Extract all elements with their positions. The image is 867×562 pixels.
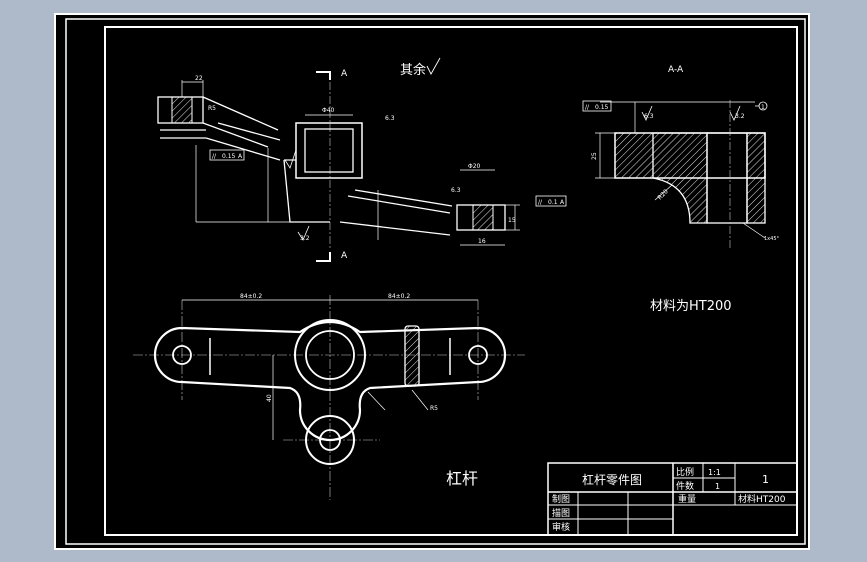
title-block-weight: 重量 [678, 493, 696, 505]
title-block-qty-label: 件数 [676, 480, 694, 492]
title-block-qty-value: 1 [715, 482, 720, 491]
title-block-material: 材料HT200 [738, 493, 786, 505]
sheet-frame [54, 13, 810, 550]
front-section-view [157, 71, 567, 262]
dim-right-span: 84±0.2 [388, 293, 410, 300]
material-note: 材料为HT200 [650, 299, 732, 314]
roughness-a: 6.3 [385, 115, 395, 122]
dim-vertical-40: 40 [266, 394, 273, 402]
section-aa-view [582, 100, 768, 250]
roughness-check-icon [426, 57, 441, 75]
part-name-large: 杠杆 [446, 469, 478, 488]
dim-left-span: 84±0.2 [240, 293, 262, 300]
title-block-sheet-number: 1 [762, 473, 769, 486]
roughness-d: 6.3 [644, 113, 654, 120]
svg-text://: // [212, 153, 217, 160]
remaining-roughness-note: 其余 [400, 62, 426, 78]
roughness-c: 6.3 [451, 187, 461, 194]
chamfer-note: 1x45° [764, 236, 780, 242]
r-small-label: R5 [208, 105, 216, 112]
title-block [547, 462, 798, 536]
title-block-scale-label: 比例 [676, 466, 694, 478]
dim-right-height: 15 [508, 217, 516, 224]
title-block-drafter: 描图 [552, 507, 570, 519]
plan-view [133, 295, 525, 500]
svg-text://: // [538, 199, 543, 206]
dim-hole-dia: Φ40 [322, 107, 335, 114]
svg-text:A: A [560, 199, 565, 206]
dim-right-len: 16 [478, 238, 486, 245]
right-tolerance-frame: // 0.1 A [538, 199, 565, 206]
section-tolerance-frame: // 0.15 [585, 104, 609, 111]
svg-text:0.15: 0.15 [222, 153, 236, 160]
title-block-checker: 审核 [552, 521, 570, 533]
svg-text:0.15: 0.15 [595, 104, 609, 111]
dim-right-hole-dia: Φ20 [468, 163, 481, 170]
roughness-e: 3.2 [735, 113, 745, 120]
title-block-drawing-title: 杠杆零件图 [582, 472, 642, 487]
dim-rib-radius: R5 [430, 405, 438, 412]
title-block-scale-value: 1:1 [708, 468, 721, 477]
section-aa-label: A-A [668, 65, 684, 75]
svg-text://: // [585, 104, 590, 111]
svg-text:A: A [238, 153, 243, 160]
roughness-b: 3.2 [300, 235, 310, 242]
svg-text:0.1: 0.1 [548, 199, 558, 206]
left-tolerance-frame: // 0.15 A [212, 153, 243, 160]
section-mark-top: A [341, 69, 348, 79]
dim-top-width: 22 [195, 75, 203, 82]
datum-circle-label: 1 [761, 104, 765, 111]
title-block-designer: 制图 [552, 493, 570, 505]
dim-section-height: 25 [591, 152, 598, 160]
section-mark-bottom: A [341, 251, 348, 261]
